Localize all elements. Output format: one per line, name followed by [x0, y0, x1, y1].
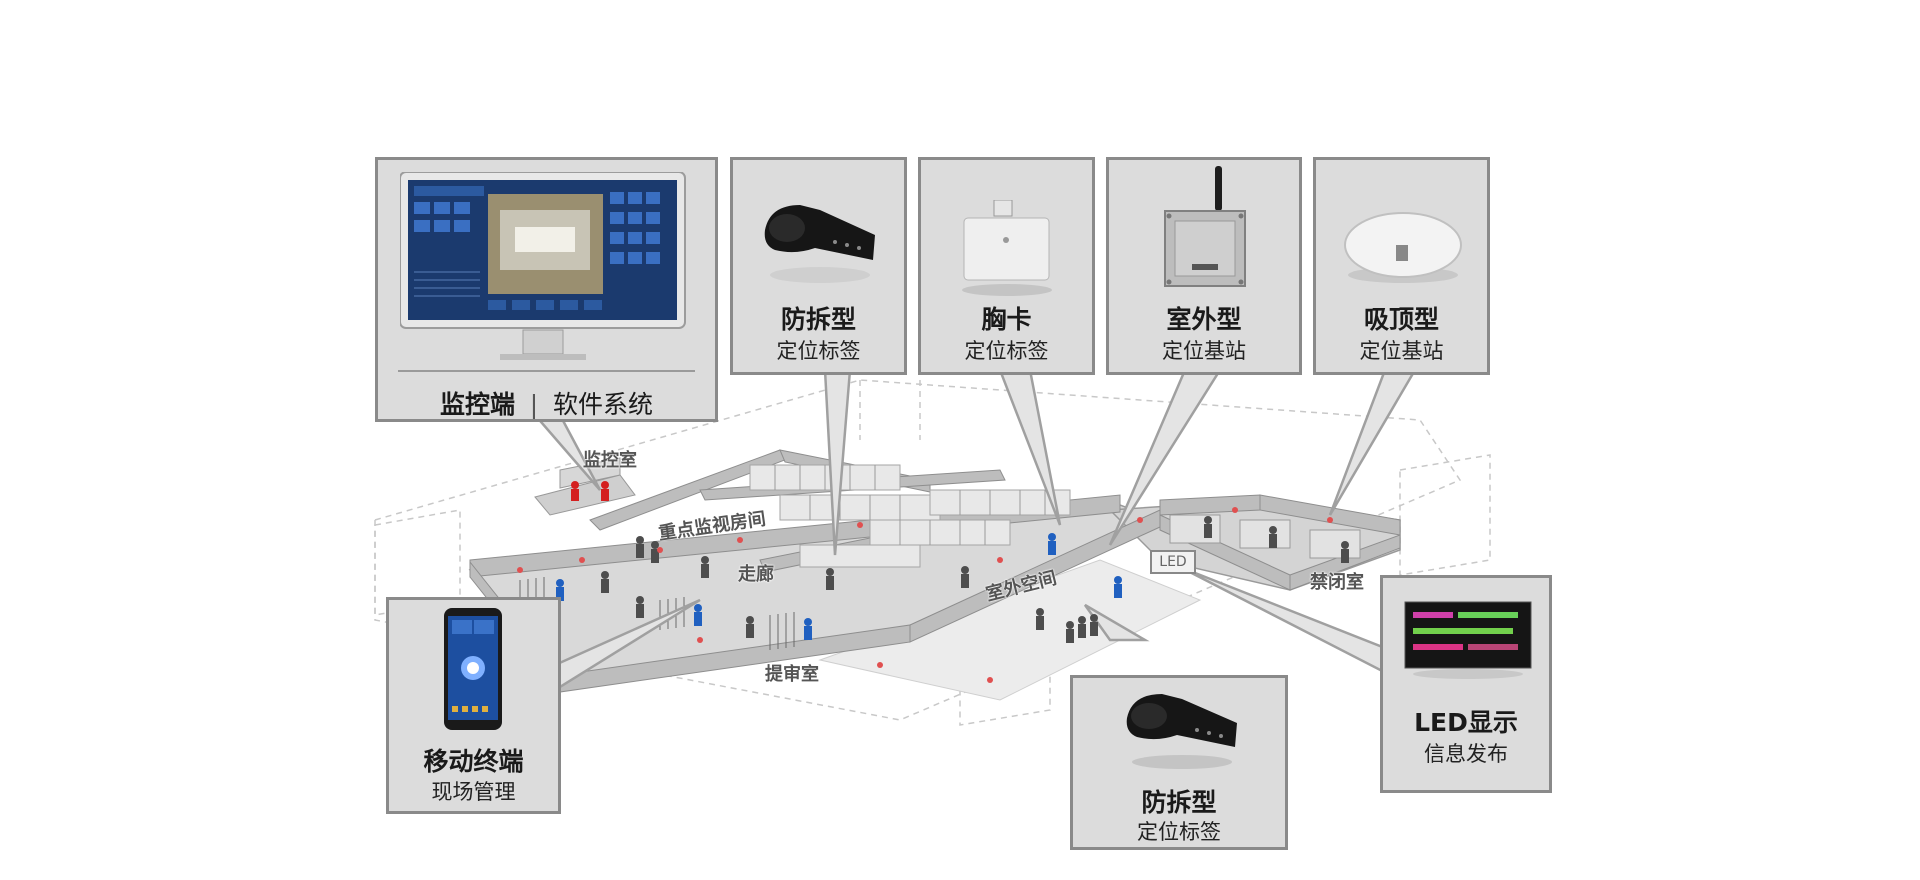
- bottom-tamper-tag-callout: 防拆型 定位标签: [1070, 675, 1288, 850]
- bottom-tag-title: 防拆型: [1141, 788, 1217, 817]
- mobile-subtitle: 现场管理: [431, 780, 516, 804]
- monitor-callout-subtitle: 软件系统: [552, 390, 653, 419]
- tag2-subtitle: 定位标签: [964, 339, 1049, 363]
- monitor-callout-separator: |: [529, 390, 539, 419]
- zone-interrogation: 提审室: [765, 664, 819, 685]
- tag4-title: 吸顶型: [1363, 305, 1439, 334]
- zone-confinement: 禁闭室: [1310, 572, 1364, 593]
- tag3-subtitle: 定位基站: [1162, 339, 1246, 363]
- monitor-icon: [400, 172, 686, 360]
- zone-monitor-room: 监控室: [583, 450, 637, 471]
- wristband-icon-2: [1126, 694, 1237, 769]
- badge-card-icon: [962, 200, 1052, 296]
- tag1-title: 防拆型: [780, 305, 856, 334]
- badge-tag-callout: 胸卡 定位标签: [918, 157, 1095, 375]
- tag4-subtitle: 定位基站: [1359, 339, 1444, 363]
- monitor-callout-title: 监控端: [440, 390, 516, 419]
- callout-pointers: [532, 368, 1418, 693]
- led-title: LED显示: [1414, 708, 1518, 737]
- led-callout: LED显示 信息发布: [1380, 575, 1552, 793]
- zone-corridor: 走廊: [738, 564, 774, 585]
- mobile-phone-icon: [444, 608, 502, 730]
- monitor-callout-heading: 监控端 | 软件系统: [378, 385, 715, 421]
- ceiling-station-icon: [1344, 212, 1462, 283]
- tag1-subtitle: 定位标签: [776, 339, 861, 363]
- led-display-icon: [1404, 601, 1532, 679]
- right-rooms: [1169, 514, 1361, 559]
- outdoor-station-callout: 室外型 定位基站: [1106, 157, 1302, 375]
- tag3-title: 室外型: [1166, 305, 1242, 334]
- bottom-tag-subtitle: 定位标签: [1137, 820, 1221, 844]
- ceiling-station-callout: 吸顶型 定位基站: [1313, 157, 1490, 375]
- led-subtitle: 信息发布: [1424, 742, 1508, 766]
- monitor-callout: 监控端 | 软件系统: [375, 157, 718, 422]
- tag2-title: 胸卡: [981, 305, 1032, 334]
- people-blue: [556, 533, 1122, 640]
- people-red: [571, 481, 609, 501]
- monitor-room-floor: [534, 474, 636, 516]
- people-gray: [601, 516, 1349, 643]
- mobile-callout: 移动终端 现场管理: [386, 597, 561, 814]
- outdoor-station-icon: [1164, 166, 1246, 287]
- beacons: [517, 507, 1333, 683]
- mobile-title: 移动终端: [423, 747, 524, 776]
- wristband-icon: [764, 205, 875, 283]
- tamper-tag-callout: 防拆型 定位标签: [730, 157, 907, 375]
- led-sign: LED: [1150, 550, 1196, 574]
